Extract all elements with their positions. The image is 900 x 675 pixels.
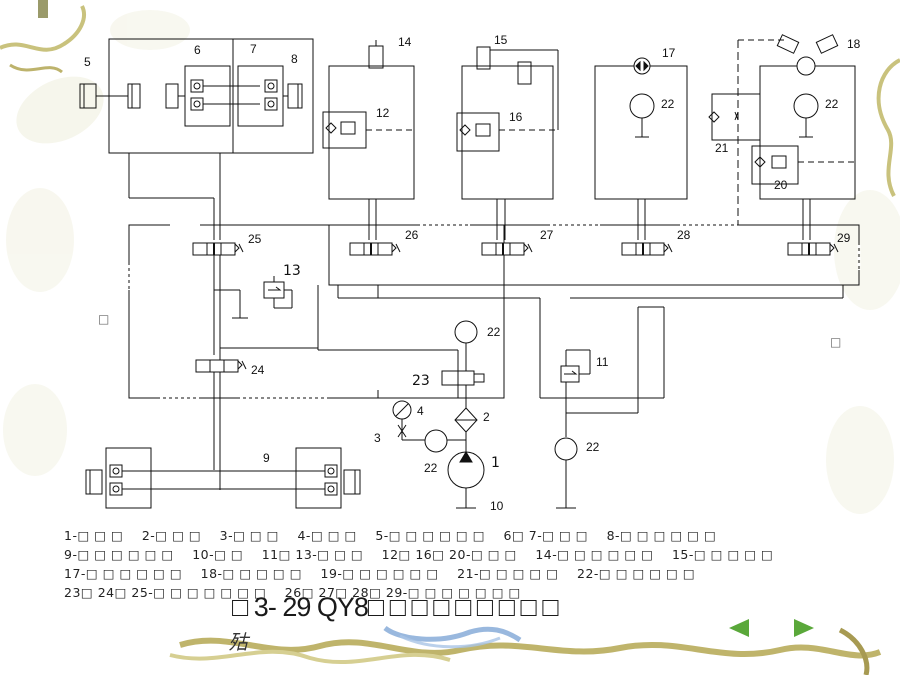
legend-item: 1-□ □ □ [64,528,124,543]
legend-item: 4-□ □ □ [297,528,357,543]
figure-caption: □ 3- 29 QY8□ □ □ □ □ □ □ □ □ [232,592,559,622]
label-14: 14 [398,35,412,49]
legend-item: 21-□ □ □ □ □ [457,566,559,581]
relief-valve-13 [263,276,459,378]
legend-item: 23□ 24□ 25-□ □ □ □ □ □ □ [64,585,267,600]
valve-bank-frames [127,223,861,414]
label-27: 27 [540,228,554,242]
telescope-circuit [322,40,415,240]
valve-24 [195,347,318,490]
label-22-slew: 22 [661,97,675,111]
component-legend: 1-□ □ □ 2-□ □ □ 3-□ □ □ 4-□ □ □ 5-□ □ □ … [64,526,844,602]
label-22-pump: 22 [424,461,438,475]
next-slide-button[interactable] [790,617,818,639]
label-2: 2 [483,410,490,424]
label-20: 20 [774,178,788,192]
misc-lines [377,285,467,344]
legend-item: 9-□ □ □ □ □ □ [64,547,174,562]
left-arrow-icon [729,619,749,637]
luffing-circuit [456,46,559,240]
legend-item: 17-□ □ □ □ □ □ [64,566,183,581]
legend-item: 19-□ □ □ □ □ □ [320,566,439,581]
legend-item: 5-□ □ □ □ □ □ [375,528,486,543]
label-4: 4 [417,404,424,418]
pump-group [392,400,485,509]
label-16: 16 [509,110,523,124]
label-17: 17 [662,46,676,60]
label-23: 23 [412,373,430,389]
valve-29 [787,242,839,256]
slewing-circuit [594,57,688,240]
valve-28 [621,242,673,256]
label-29: 29 [837,231,851,245]
label-1: 1 [491,455,500,471]
label-24: 24 [251,363,265,377]
legend-item: 18-□ □ □ □ □ [200,566,303,581]
legend-item: 3-□ □ □ [219,528,279,543]
label-28: 28 [677,228,691,242]
right-side-mark: □ [830,335,842,349]
legend-item: 11□ 13-□ □ □ [261,547,364,562]
valve-27 [481,242,533,256]
legend-item: 6□ 7-□ □ □ [503,528,589,543]
legend-item: 22-□ □ □ □ □ □ [577,566,696,581]
previous-slide-button[interactable] [725,617,753,639]
component-numbers: 5 6 7 8 14 12 15 16 17 22 18 22 21 20 25… [84,33,861,513]
valve-26 [349,242,401,256]
label-18: 18 [847,37,861,51]
label-22-hoist: 22 [825,97,839,111]
right-arrow-icon [794,619,814,637]
legend-item: 26□ 27□ 28□ 29-□ □ □ □ □ □ □ [284,585,521,600]
outrigger-cylinders-9 [85,447,361,509]
label-22-return: 22 [586,440,600,454]
label-26: 26 [405,228,419,242]
label-21: 21 [715,141,729,155]
label-3: 3 [374,431,381,445]
legend-item: 10-□ □ [192,547,244,562]
left-side-mark: □ [98,312,110,326]
valve-25 [192,242,244,256]
legend-item: 2-□ □ □ [141,528,202,543]
label-5: 5 [84,55,91,69]
label-15: 15 [494,33,508,47]
label-12: 12 [376,106,390,120]
label-25: 25 [248,232,262,246]
label-8: 8 [291,52,298,66]
legend-item: 14-□ □ □ □ □ □ [535,547,654,562]
label-7: 7 [250,42,257,56]
legend-item: 8-□ □ □ □ □ □ [606,528,717,543]
directional-valves [192,242,839,355]
footer-partial-text: 㱠 [228,630,248,654]
legend-item: 12□ 16□ 20-□ □ □ [381,547,517,562]
label-10: 10 [490,499,504,513]
label-13: 13 [283,263,301,279]
label-9: 9 [263,451,270,465]
valve-11 [554,349,591,509]
outrigger-circuit [79,38,314,240]
hoist-circuit [708,34,856,240]
legend-item: 15-□ □ □ □ □ [671,547,774,562]
label-22-main: 22 [487,325,501,339]
valve-23 [377,320,485,408]
label-11: 11 [596,355,609,369]
label-6: 6 [194,43,201,57]
